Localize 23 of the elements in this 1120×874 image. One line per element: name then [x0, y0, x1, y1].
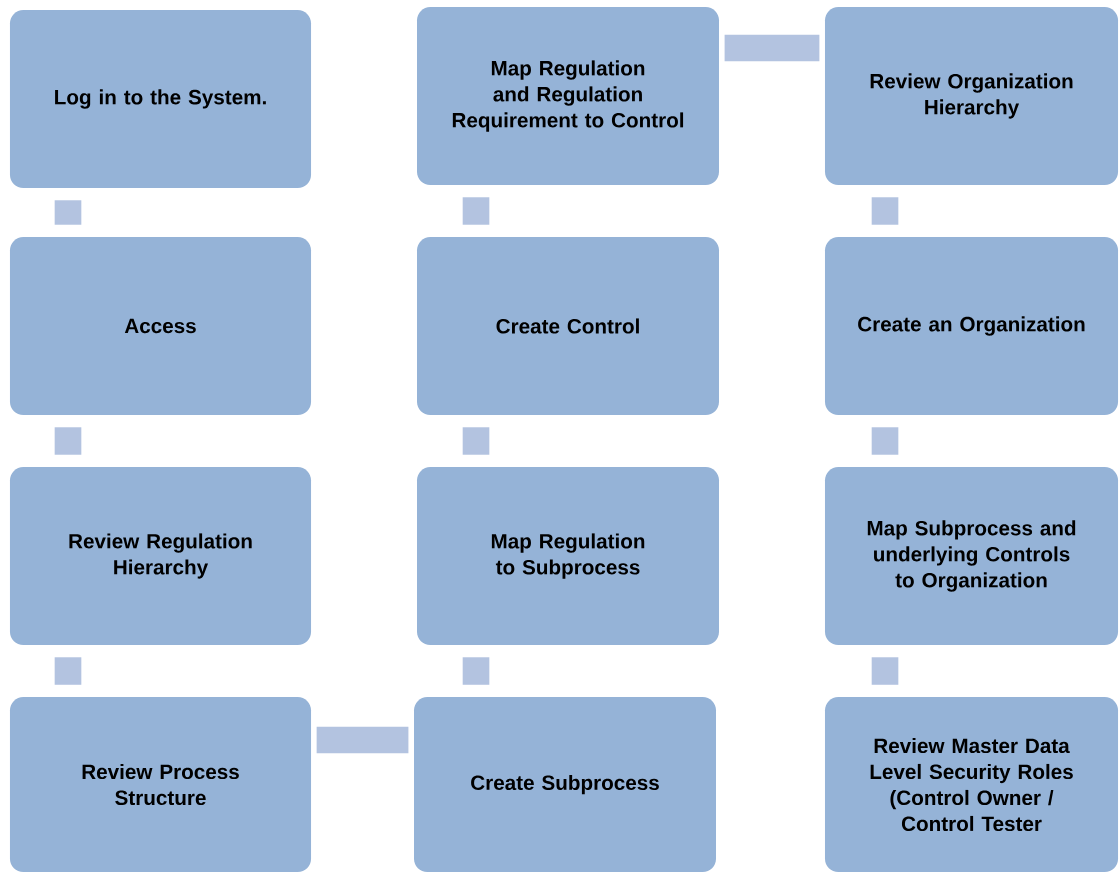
connector-bar: [462, 657, 490, 685]
connector-bar: [871, 657, 899, 685]
process-box: Access: [9, 237, 312, 415]
process-box: Map Regulation and Regulation Requirement to Control: [417, 7, 719, 185]
process-box: Create Subprocess: [414, 697, 716, 872]
process-box: Log in to the System.: [9, 10, 312, 188]
connector-bar: [462, 427, 490, 455]
process-box: Create Control: [417, 237, 719, 415]
connector-bar: [724, 34, 820, 62]
connector-bar: [871, 427, 899, 455]
connector-bar: [316, 726, 409, 754]
process-box: Review Organization Hierarchy: [825, 7, 1119, 185]
process-box: Map Subprocess and underlying Controls to Organization: [825, 467, 1119, 645]
process-box: Review Process Structure: [9, 697, 312, 872]
connector-bar: [871, 197, 899, 225]
process-box: Review Master Data Level Security Roles (Control Owner / Control Tester: [825, 697, 1119, 872]
process-box: Create an Organization: [825, 237, 1119, 415]
connector-bar: [54, 200, 82, 225]
connector-bar: [462, 197, 490, 225]
connector-bar: [54, 427, 82, 455]
process-box: Review Regulation Hierarchy: [9, 467, 312, 645]
connector-bar: [54, 657, 82, 685]
process-box: Map Regulation to Subprocess: [417, 467, 719, 645]
